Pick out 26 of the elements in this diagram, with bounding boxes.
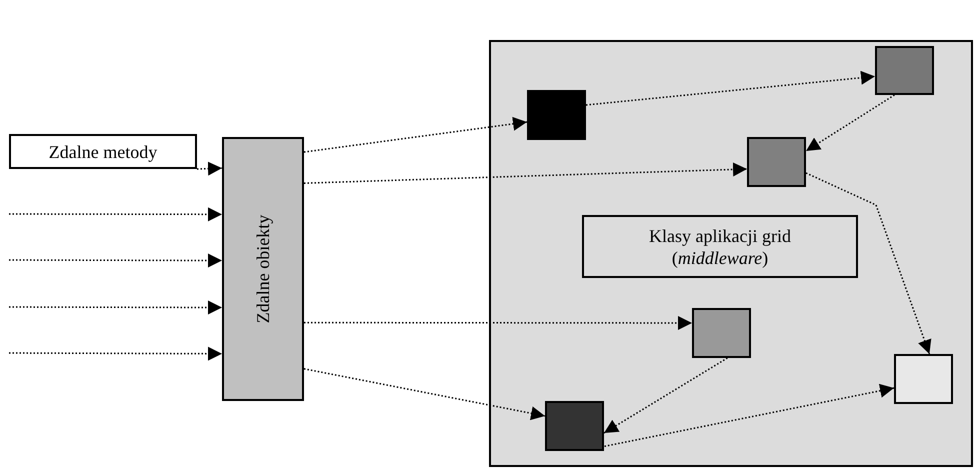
class-square — [527, 90, 586, 140]
class-square — [894, 354, 953, 404]
application-panel — [489, 40, 973, 467]
arrow — [9, 300, 222, 314]
label-box — [582, 215, 858, 278]
method-box — [9, 134, 197, 169]
arrow — [604, 357, 728, 434]
class-square — [692, 308, 751, 358]
class-square — [545, 401, 604, 451]
class-square — [875, 46, 934, 95]
node-label: Klasy aplikacji grid (middleware) — [648, 224, 792, 268]
class-square — [747, 137, 806, 187]
arrow — [304, 316, 692, 330]
node-label: Zdalne metody — [48, 140, 158, 162]
arrow — [304, 116, 528, 153]
arrow — [9, 346, 222, 361]
arrow — [304, 368, 546, 420]
arrow — [9, 254, 222, 268]
arrow — [9, 207, 222, 222]
arrow — [196, 162, 222, 176]
arrow — [806, 94, 895, 152]
arrow — [586, 70, 876, 106]
arrow — [806, 172, 932, 354]
object-bar — [222, 137, 304, 401]
vertical-label: Zdalne obiekty — [252, 214, 274, 324]
arrow — [304, 162, 748, 184]
